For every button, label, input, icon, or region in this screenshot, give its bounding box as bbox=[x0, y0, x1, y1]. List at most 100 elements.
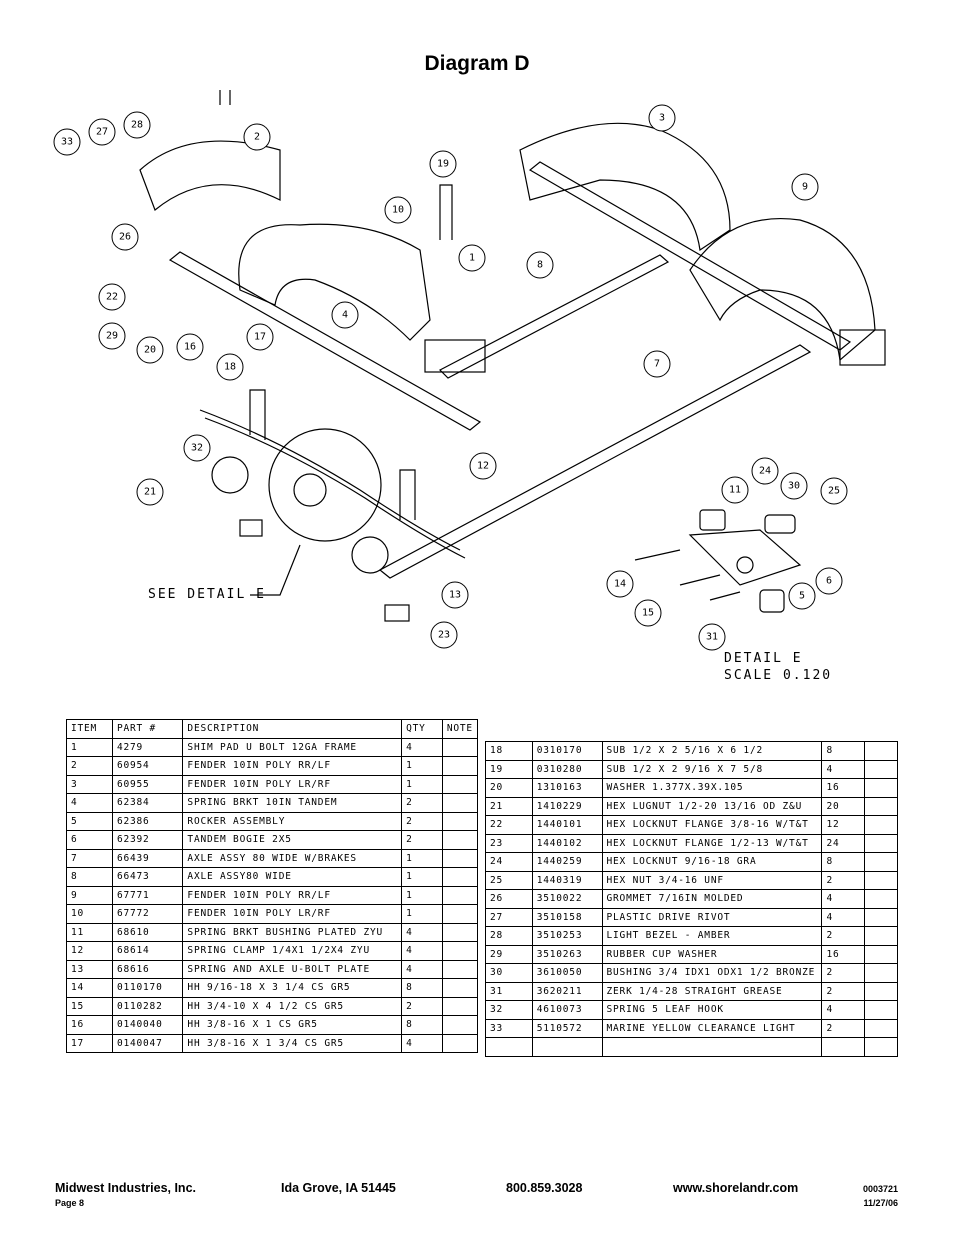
table-cell: 4 bbox=[66, 793, 113, 813]
table-cell: 4 bbox=[401, 941, 443, 961]
footer-city: Ida Grove, IA 51445 bbox=[281, 1181, 396, 1195]
callout-9: 9 bbox=[802, 182, 808, 193]
table-cell: SUB 1/2 X 2 5/16 X 6 1/2 bbox=[601, 741, 823, 761]
table-cell: 8 bbox=[821, 741, 866, 761]
table-cell: 1440101 bbox=[531, 815, 603, 835]
table-cell: 24 bbox=[485, 852, 533, 872]
table-cell: FENDER 10IN POLY RR/LF bbox=[182, 885, 403, 905]
table-cell: 3620211 bbox=[531, 981, 603, 1001]
callout-24: 24 bbox=[759, 466, 771, 477]
table-cell bbox=[864, 1000, 898, 1020]
table-cell: 2 bbox=[401, 811, 443, 831]
table-cell bbox=[864, 981, 898, 1001]
table-cell: 4 bbox=[821, 1000, 866, 1020]
table-cell: 67772 bbox=[111, 904, 184, 924]
detail-bushing-5 bbox=[759, 589, 785, 613]
table-cell bbox=[441, 978, 479, 998]
table-cell: 4 bbox=[821, 907, 866, 927]
callout-3: 3 bbox=[659, 113, 665, 124]
callout-30: 30 bbox=[788, 481, 800, 492]
table-cell: 4 bbox=[401, 737, 443, 757]
table-cell: 29 bbox=[485, 944, 533, 964]
table-cell bbox=[864, 778, 898, 798]
table-cell bbox=[864, 907, 898, 927]
table-cell bbox=[441, 1015, 479, 1035]
callout-31: 31 bbox=[706, 632, 718, 643]
u-bolt-18b bbox=[399, 469, 416, 520]
callout-21: 21 bbox=[144, 487, 156, 498]
hub-left bbox=[211, 456, 249, 494]
table-cell: 24 bbox=[821, 833, 866, 853]
table-cell: 7 bbox=[66, 848, 113, 868]
table-cell: 32 bbox=[485, 1000, 533, 1020]
table-cell: 4610073 bbox=[531, 1000, 603, 1020]
table-cell bbox=[441, 811, 479, 831]
table-cell: 8 bbox=[401, 978, 443, 998]
callout-28: 28 bbox=[131, 120, 143, 131]
table-cell: 0140040 bbox=[111, 1015, 184, 1035]
table-cell bbox=[441, 904, 479, 924]
table-cell: HH 9/16-18 X 3 1/4 CS GR5 bbox=[182, 978, 403, 998]
table-cell: BUSHING 3/4 IDX1 ODX1 1/2 BRONZE bbox=[601, 963, 823, 983]
table-cell: HEX LUGNUT 1/2-20 13/16 OD Z&U bbox=[601, 796, 823, 816]
table-cell bbox=[441, 1033, 479, 1053]
table-cell: FENDER 10IN POLY LR/RF bbox=[182, 774, 403, 794]
table-cell: 19 bbox=[485, 759, 533, 779]
table-cell: 8 bbox=[66, 867, 113, 887]
u-bolt-18 bbox=[249, 389, 266, 440]
table-cell: 2 bbox=[66, 756, 113, 776]
table-cell: 5110572 bbox=[531, 1018, 603, 1038]
table-cell: AXLE ASSY 80 WIDE W/BRAKES bbox=[182, 848, 403, 868]
table-cell: 22 bbox=[485, 815, 533, 835]
callout-18: 18 bbox=[224, 362, 236, 373]
callout-33: 33 bbox=[61, 137, 73, 148]
detail-bracket-edge bbox=[634, 549, 681, 561]
callout-25: 25 bbox=[828, 486, 840, 497]
table-cell: 0110170 bbox=[111, 978, 184, 998]
callout-16: 16 bbox=[184, 342, 196, 353]
table-cell bbox=[485, 1037, 533, 1057]
page-title: Diagram D bbox=[424, 52, 530, 75]
table-cell bbox=[864, 1037, 898, 1057]
callout-22: 22 bbox=[106, 292, 118, 303]
table-cell: HEX LOCKNUT FLANGE 3/8-16 W/T&T bbox=[601, 815, 823, 835]
callout-11: 11 bbox=[729, 485, 741, 496]
table-cell bbox=[441, 941, 479, 961]
footer-company: Midwest Industries, Inc. bbox=[55, 1181, 196, 1195]
table-cell: 3 bbox=[66, 774, 113, 794]
axle-7 bbox=[378, 344, 812, 579]
table-cell: 0140047 bbox=[111, 1033, 184, 1053]
table-cell: 20 bbox=[821, 796, 866, 816]
table-cell: 0110282 bbox=[111, 996, 184, 1016]
table-cell bbox=[441, 756, 479, 776]
fender-10 bbox=[238, 223, 431, 341]
callout-14: 14 bbox=[614, 579, 626, 590]
table-cell: TANDEM BOGIE 2X5 bbox=[182, 830, 403, 850]
table-cell: 1 bbox=[401, 904, 443, 924]
table-cell: 10 bbox=[66, 904, 113, 924]
table-cell: 3510158 bbox=[531, 907, 603, 927]
table-cell: 4 bbox=[401, 922, 443, 942]
table-cell: 20 bbox=[485, 778, 533, 798]
table-cell: 30 bbox=[485, 963, 533, 983]
table-cell: 60954 bbox=[111, 756, 184, 776]
table-cell: 62384 bbox=[111, 793, 184, 813]
table-cell: SPRING AND AXLE U-BOLT PLATE bbox=[182, 959, 403, 979]
fender-9 bbox=[689, 218, 876, 362]
table-cell: 5 bbox=[66, 811, 113, 831]
table-cell: 4 bbox=[401, 1033, 443, 1053]
table-cell bbox=[864, 963, 898, 983]
table-cell: 11 bbox=[66, 922, 113, 942]
